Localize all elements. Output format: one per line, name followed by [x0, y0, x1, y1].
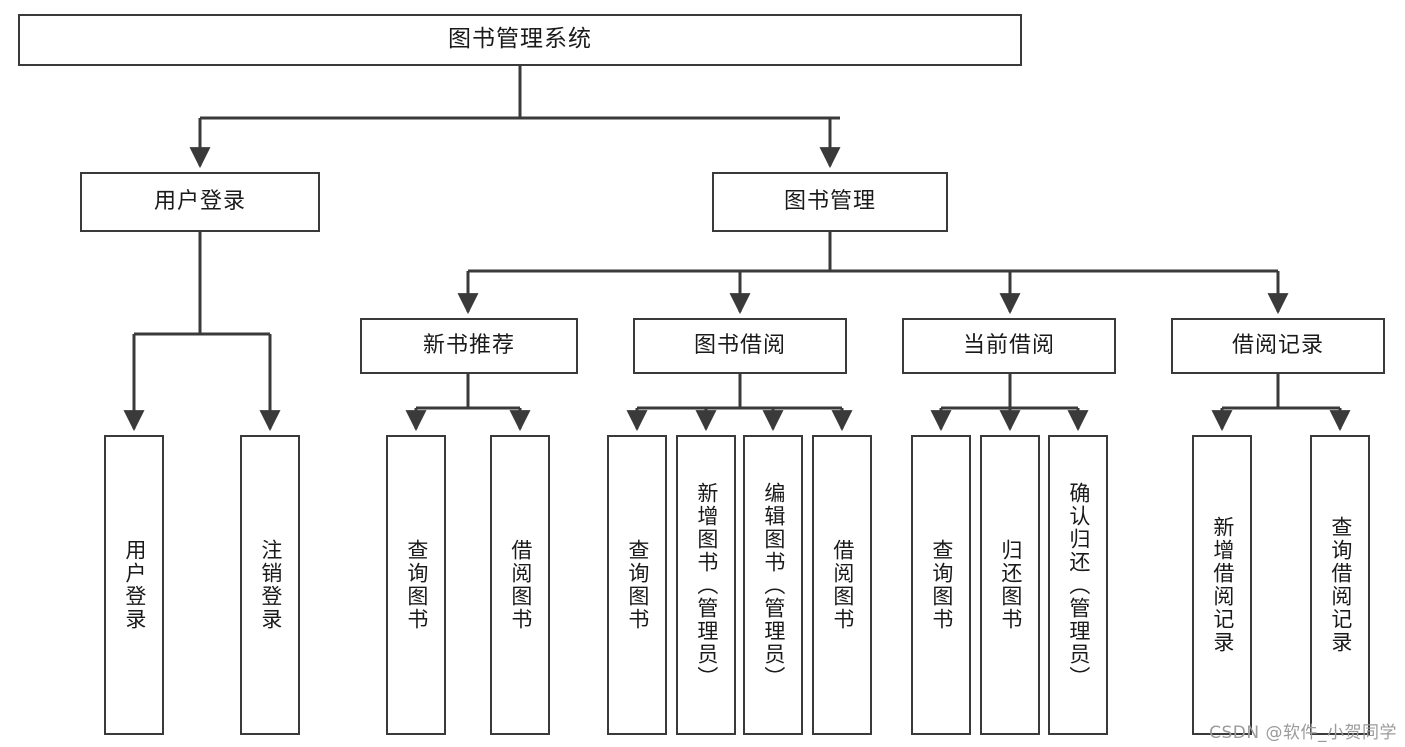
leaf-label: 查询借阅记录	[1328, 516, 1353, 654]
leaf-add-book-admin[interactable]: 新增图书（管理员）	[676, 435, 736, 735]
leaf-label: 用户登录	[122, 539, 147, 631]
leaf-query-book-borrow[interactable]: 查询图书	[607, 435, 667, 735]
leaf-label: 新增图书（管理员）	[694, 481, 719, 689]
leaf-confirm-return-admin[interactable]: 确认归还（管理员）	[1048, 435, 1108, 735]
csdn-watermark: CSDN @软件_小贺同学	[1209, 723, 1397, 743]
leaf-label: 借阅图书	[830, 539, 855, 631]
leaf-label: 确认归还（管理员）	[1066, 481, 1091, 689]
leaf-logout[interactable]: 注销登录	[240, 435, 300, 735]
leaf-label: 查询图书	[404, 539, 429, 631]
leaf-label: 借阅图书	[508, 539, 533, 631]
leaf-edit-book-admin[interactable]: 编辑图书（管理员）	[743, 435, 803, 735]
leaf-query-borrow-record[interactable]: 查询借阅记录	[1310, 435, 1370, 735]
node-book-management[interactable]: 图书管理	[712, 172, 948, 232]
leaf-borrow-book-new[interactable]: 借阅图书	[490, 435, 550, 735]
node-book-borrow[interactable]: 图书借阅	[633, 318, 847, 374]
leaf-label: 注销登录	[258, 539, 283, 631]
node-user-login[interactable]: 用户登录	[80, 172, 320, 232]
leaf-return-book[interactable]: 归还图书	[980, 435, 1040, 735]
leaf-label: 归还图书	[998, 539, 1023, 631]
leaf-add-borrow-record[interactable]: 新增借阅记录	[1192, 435, 1252, 735]
node-borrow-record[interactable]: 借阅记录	[1171, 318, 1385, 374]
leaf-label: 查询图书	[929, 539, 954, 631]
leaf-borrow-book[interactable]: 借阅图书	[812, 435, 872, 735]
leaf-label: 新增借阅记录	[1210, 516, 1235, 654]
node-new-book-recommend[interactable]: 新书推荐	[360, 318, 578, 374]
node-current-borrow[interactable]: 当前借阅	[902, 318, 1116, 374]
leaf-label: 编辑图书（管理员）	[761, 481, 786, 689]
leaf-label: 查询图书	[625, 539, 650, 631]
leaf-user-login[interactable]: 用户登录	[104, 435, 164, 735]
leaf-query-book-new[interactable]: 查询图书	[386, 435, 446, 735]
leaf-query-book-current[interactable]: 查询图书	[911, 435, 971, 735]
node-root-system[interactable]: 图书管理系统	[18, 14, 1022, 66]
